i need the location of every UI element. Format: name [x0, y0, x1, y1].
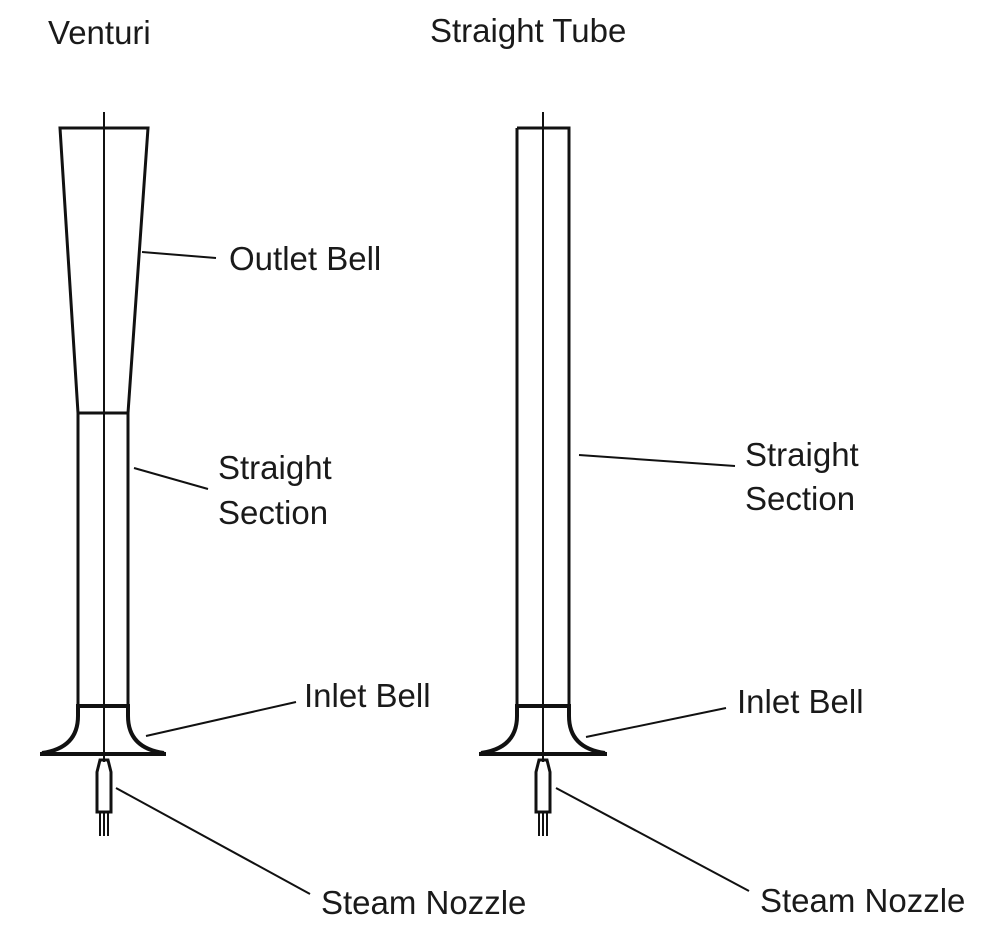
venturi-steam-nozzle-body: [95, 758, 113, 814]
venturi-inlet-bell-label: Inlet Bell: [304, 677, 431, 714]
venturi-inlet-bell-right-flare: [126, 706, 165, 755]
straight-tube-straight-section-label-line1: Straight: [745, 436, 859, 473]
venturi-steam-nozzle-leader: [115, 787, 311, 895]
straight-tube-inlet-bell-left-flare: [480, 706, 519, 755]
venturi-straight-section-label-line1: Straight: [218, 449, 332, 486]
straight-tube-title: Straight Tube: [430, 12, 627, 49]
venturi-assembly: [40, 112, 166, 836]
straight-tube-straight-section-leader: [578, 454, 736, 467]
venturi-straight-section-leader: [133, 467, 209, 490]
straight-tube-inlet-bell-label: Inlet Bell: [737, 683, 864, 720]
straight-tube-steam-nozzle-leader: [555, 787, 750, 892]
venturi-inlet-bell-left-flare: [41, 706, 80, 755]
straight-tube-inlet-bell-leader: [585, 707, 727, 738]
venturi-steam-nozzle-label: Steam Nozzle: [321, 884, 527, 921]
venturi-straight-section-label-line2: Section: [218, 494, 329, 531]
venturi-steam-nozzle-pipe: [99, 812, 109, 836]
venturi-straight-section: [76, 413, 130, 706]
straight-tube-straight-section-label-line2: Section: [745, 480, 856, 517]
straight-tube-steam-nozzle-body: [534, 758, 552, 814]
venturi-title: Venturi: [48, 14, 151, 51]
straight-tube-inlet-bell-right-flare: [567, 706, 606, 755]
straight-tube-body: [515, 126, 571, 706]
straight-tube-assembly: [479, 112, 607, 836]
venturi-outlet-bell-label: Outlet Bell: [229, 240, 382, 277]
venturi-outlet-bell-leader: [141, 251, 217, 259]
straight-tube-steam-nozzle-pipe: [538, 812, 548, 836]
straight-tube-steam-nozzle-label: Steam Nozzle: [760, 882, 966, 919]
venturi-inlet-bell-leader: [145, 701, 297, 737]
